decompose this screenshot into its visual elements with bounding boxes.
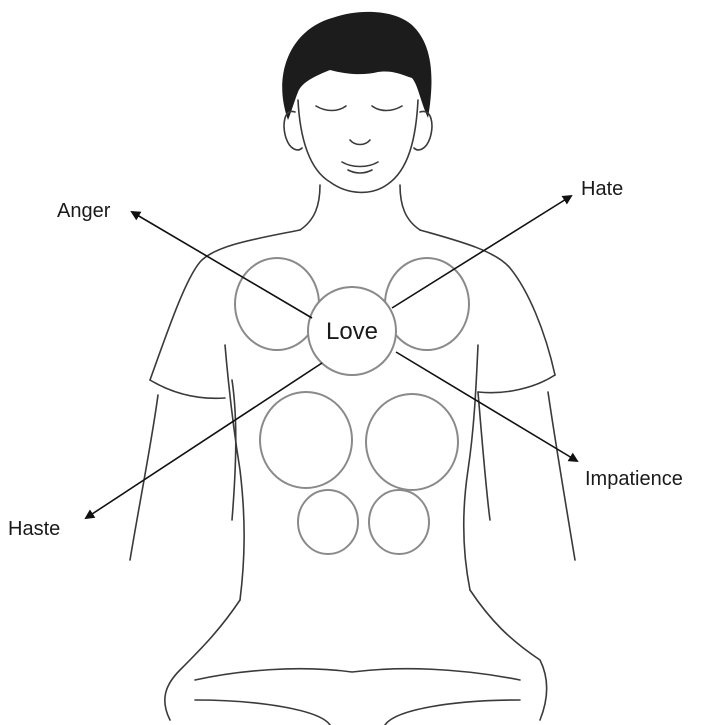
face: [298, 100, 418, 192]
mouth: [342, 162, 378, 167]
shorts-crotch: [195, 700, 520, 725]
shorts-waist: [195, 669, 520, 680]
hate-label: Hate: [581, 178, 623, 200]
right-torso-side: [464, 345, 478, 590]
arrow-hate: [392, 196, 571, 308]
arrow-anger: [132, 212, 312, 318]
left-sleeve-hem: [150, 380, 225, 398]
lower-lip: [348, 170, 372, 173]
left-eye: [316, 106, 346, 111]
lower-right-circle: [369, 490, 429, 554]
anger-label: Anger: [57, 200, 111, 222]
arrow-haste: [86, 363, 322, 518]
impatience-label: Impatience: [585, 468, 683, 490]
haste-label: Haste: [8, 518, 60, 540]
neck-right: [400, 185, 420, 230]
right-arm-outer: [548, 392, 575, 560]
right-arm-inner: [478, 392, 490, 520]
body-circles: [235, 258, 469, 554]
middle-left-circle: [260, 392, 352, 488]
love-label: Love: [326, 318, 378, 345]
middle-right-circle: [366, 394, 458, 490]
right-shoulder: [420, 230, 555, 375]
left-arm-inner: [232, 380, 236, 520]
left-shoulder: [150, 230, 300, 380]
right-eye: [372, 106, 402, 111]
nose: [350, 140, 370, 145]
neck-left: [300, 185, 320, 230]
upper-left-circle: [235, 258, 319, 350]
right-sleeve-hem: [478, 375, 555, 393]
lower-left-circle: [298, 490, 358, 554]
left-arm-outer: [130, 395, 158, 560]
hair: [282, 12, 431, 120]
left-hip: [165, 600, 240, 720]
